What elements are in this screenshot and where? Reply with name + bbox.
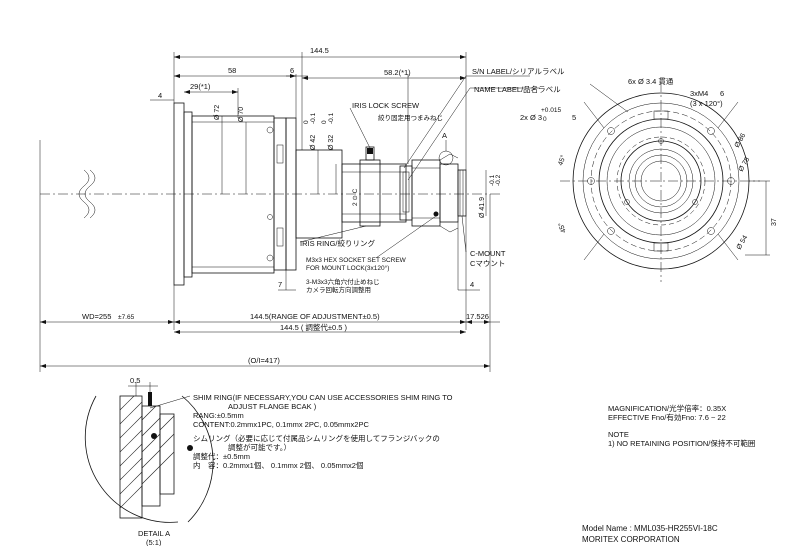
callout-holes-2x: 2x Ø 3 <box>520 113 542 122</box>
note-shim-jp3: 調整代：±0.5mm <box>193 451 250 461</box>
notes-spec: MAGNIFICATION/光学倍率：0.35X EFFECTIVE Fno/有… <box>608 403 755 448</box>
dim-phi54: Ø 54 <box>736 234 750 251</box>
detail-a-scale: (5:1) <box>146 538 162 546</box>
spec-fno: EFFECTIVE Fno/有効Fno: 7.6 ~ 22 <box>608 412 726 422</box>
note-shim-2: ADJUST FLANGE BCAK ) <box>228 402 317 411</box>
dim-0-5: 0.5 <box>130 376 140 385</box>
spec-magnification: MAGNIFICATION/光学倍率：0.35X <box>608 403 726 413</box>
callout-holes-6x: 6x Ø 3.4 貫通 <box>628 76 674 86</box>
dim-phi42: Ø 42 <box>310 135 317 150</box>
angle-45-lower: 45° <box>557 221 568 234</box>
company-name: MORITEX CORPORATION <box>582 535 680 544</box>
note-1: 1) NO RETAINING POSITION/保持不可範囲 <box>608 438 755 448</box>
dim-range-adjustment: 144.5(RANGE OF ADJUSTMENT±0.5) <box>250 312 380 321</box>
dim-58-2: 58.2(*1) <box>384 68 411 77</box>
dim-overall-length: 144.5 <box>310 46 329 55</box>
callout-c-mount: C-MOUNT <box>470 249 506 258</box>
dim-phi70: Ø 70 <box>238 107 245 122</box>
side-view: 2 ⊙ C 144.5 58 <box>39 46 565 372</box>
callout-holes-2x-tol2: 0 <box>543 116 547 123</box>
callout-a: A <box>442 131 447 140</box>
dim-37: 37 <box>771 218 778 226</box>
detail-a-label: DETAIL A <box>138 529 170 538</box>
dim-range-adjustment-jp: 144.5 ( 調整代±0.5 ) <box>280 322 348 332</box>
dim-phi32-tol-lower: -0.1 <box>328 112 335 124</box>
note-shim-jp1: シムリング（必要に応じて付属品シムリングを使用してフランジバックの <box>193 433 440 443</box>
callout-iris-lock-screw: IRIS LOCK SCREW <box>352 101 420 110</box>
callout-c-mount-jp: Cマウント <box>470 259 505 268</box>
notes-shim: SHIM RING(IF NECESSARY,YOU CAN USE ACCES… <box>193 393 453 470</box>
callout-sn-label: S/N LABEL/シリアルラベル <box>472 67 565 76</box>
dim-wd: WD=255 <box>82 312 111 321</box>
note-shim-jp4: 内 容：0.2mmx1個、 0.1mmx 2個、 0.05mmx2個 <box>193 460 363 470</box>
callout-hex-screw-2: FOR MOUNT LOCK(3x120°) <box>306 264 389 272</box>
dim-4-left: 4 <box>158 91 162 100</box>
dim-phi42-tol-upper: 0 <box>303 120 310 124</box>
detail-hatching <box>119 395 175 509</box>
dim-phi42-tol-lower: -0.1 <box>310 112 317 124</box>
note-shim-jp2: 調整が可能です。） <box>228 442 291 452</box>
dim-phi41-9-tol-lower: -0.2 <box>495 174 502 186</box>
dim-phi32-tol-upper: 0 <box>321 120 328 124</box>
dim-29: 29(*1) <box>190 82 211 91</box>
callout-hex-screw-jp1: 3-M3x3六角穴付止めねじ <box>306 277 380 286</box>
iris-lock-screw <box>365 146 375 161</box>
note-shim-1: SHIM RING(IF NECESSARY,YOU CAN USE ACCES… <box>193 393 453 402</box>
callout-iris-ring: IRIS RING/絞りリング <box>300 238 376 248</box>
iris-ring <box>359 159 381 227</box>
dim-phi32: Ø 32 <box>328 135 335 150</box>
dim-wd-tol: ±7.65 <box>118 314 135 321</box>
callout-holes-2x-depth: 5 <box>572 113 576 122</box>
callout-hex-screw-jp2: カメラ回転方向調整用 <box>306 285 371 294</box>
dim-phi78: Ø 78 <box>738 156 752 173</box>
front-view: 37 6x Ø 3.4 貫通 3xM4 6 (3 x 120°) 2x Ø 3 … <box>520 76 778 282</box>
model-name: Model Name : MML035-HR255VI-18C <box>582 524 718 533</box>
iris-scale-marks: 2 ⊙ C <box>352 188 359 206</box>
callout-holes-2x-tol: +0.015 <box>541 107 561 114</box>
dim-6: 6 <box>290 66 294 75</box>
note-shim-4: CONTENT:0.2mmx1PC, 0.1mmx 2PC, 0.05mmx2P… <box>193 420 369 429</box>
note-shim-3: RANG:±0.5mm <box>193 411 244 420</box>
c-mount-thread <box>457 169 467 217</box>
callout-holes-3x-depth: 6 <box>720 89 724 98</box>
detail-a-circle <box>438 150 454 166</box>
callout-hex-screw-1: M3x3 HEX SOCKET SET SCREW <box>306 257 407 264</box>
dim-phi41-9: Ø 41.9 <box>479 197 486 218</box>
main-barrel <box>191 115 275 274</box>
dim-4-right: 4 <box>470 280 474 289</box>
detail-a: 0.5 DETAIL A (5:1) <box>84 376 214 546</box>
callout-holes-3x: 3xM4 <box>690 89 708 98</box>
angle-45-upper: 45° <box>556 154 567 167</box>
callout-holes-3x-angle: (3 x 120°) <box>690 99 723 108</box>
note-heading: NOTE <box>608 430 629 439</box>
dim-58: 58 <box>228 66 236 75</box>
axis-break-mark <box>78 169 90 219</box>
callout-iris-lock-screw-jp: 絞り固定用つまみねじ <box>378 113 443 122</box>
title-block: Model Name : MML035-HR255VI-18C MORITEX … <box>582 524 718 544</box>
dim-17-526: 17.526 <box>466 312 489 321</box>
dim-phi41-9-tol-upper: -0.1 <box>489 174 496 186</box>
dim-phi72: Ø 72 <box>214 105 221 120</box>
callout-name-label: NAME LABEL/品名ラベル <box>474 84 561 94</box>
dim-7: 7 <box>278 280 282 289</box>
dim-object-to-image: (O/I=417) <box>248 356 280 365</box>
